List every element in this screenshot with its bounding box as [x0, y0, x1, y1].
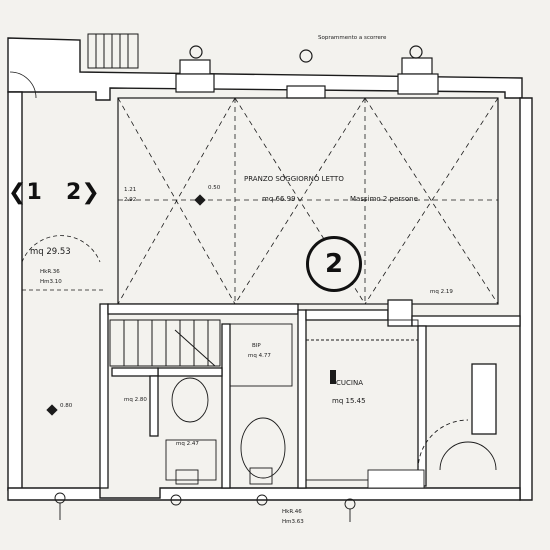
interior-walls — [99, 299, 521, 489]
left-room-code-2: Hm3.10 — [40, 279, 62, 285]
mark-2: 0.80 — [60, 403, 73, 409]
small-room-area-2: mq 2.47 — [176, 441, 199, 447]
height-label-1: 1.21 — [124, 187, 137, 193]
small-room-area-1: mq 2.80 — [124, 397, 147, 403]
small-room-area-3: mq 2.19 — [430, 289, 453, 295]
kitchen-name: CUCINA — [336, 379, 363, 387]
next-unit-button[interactable]: 2❯ — [66, 180, 100, 205]
prev-unit-button[interactable]: ❮1 — [8, 180, 42, 205]
outer-walls — [7, 37, 533, 501]
height-label-4: Hm3.63 — [282, 519, 304, 525]
stairs-lower — [109, 319, 221, 367]
left-room-code-1: HkR.36 — [40, 269, 60, 275]
spot-light-icon — [46, 194, 336, 416]
prev-unit-label: 1 — [26, 180, 42, 205]
main-room-area: mq 66.99 — [262, 195, 296, 203]
top-note: Soprammento a scorrere — [318, 35, 387, 41]
stairs-top — [87, 33, 139, 69]
left-room — [9, 71, 104, 291]
unit-number-badge: 2 — [306, 236, 362, 292]
main-room-name: PRANZO SOGGIORNO LETTO — [244, 175, 344, 183]
bath-top-area: mq 4.77 — [248, 353, 271, 359]
mark-1: 0.50 — [208, 185, 221, 191]
bath-top-name: BIP — [252, 343, 261, 349]
chevron-left-icon: ❮ — [8, 180, 27, 205]
chevron-right-icon: ❯ — [81, 180, 100, 205]
kitchen-area: mq 15.45 — [332, 397, 366, 405]
bathrooms — [165, 323, 293, 485]
height-label-2: 2.92 — [124, 197, 137, 203]
left-room-area: mq 29.53 — [30, 247, 71, 257]
bottom-markers — [54, 492, 356, 522]
next-unit-label: 2 — [66, 180, 82, 205]
top-window-niches — [175, 45, 439, 99]
kitchen-room — [305, 319, 497, 489]
main-room-note: Massimo 2 persone — [350, 195, 418, 203]
height-label-3: HkR.46 — [282, 509, 302, 515]
